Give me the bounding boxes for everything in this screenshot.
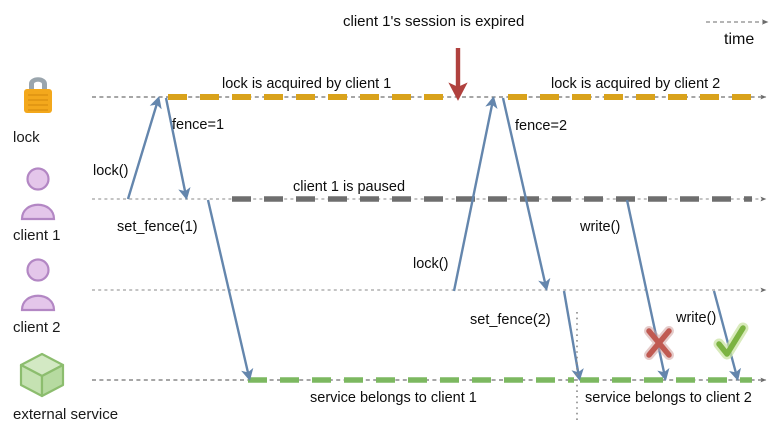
band-label-service-client-1: service belongs to client 1 xyxy=(310,390,477,406)
band-label-client-1-paused: client 1 is paused xyxy=(293,179,406,195)
message-label-lock-call-1: lock() xyxy=(93,163,129,179)
person-icon xyxy=(20,167,56,221)
actor-label-client-1: client 1 xyxy=(13,227,61,244)
x-mark-icon xyxy=(644,326,674,360)
padlock-icon xyxy=(24,77,52,113)
actor-label-external-service: external service xyxy=(13,406,119,423)
arrow-set-fence-2 xyxy=(562,290,584,382)
arrow-lock-call-1 xyxy=(126,96,162,200)
check-mark-icon xyxy=(713,322,749,360)
actor-label-client-2: client 2 xyxy=(13,319,61,336)
arrow-set-fence-1 xyxy=(206,199,254,381)
message-label-fence-1: fence=1 xyxy=(172,117,225,133)
arrow-write-client-2 xyxy=(712,290,741,381)
message-label-write-client-2: write() xyxy=(676,310,717,326)
message-label-lock-call-2: lock() xyxy=(413,256,449,272)
arrow-fence-1 xyxy=(164,97,191,200)
time-axis-label: time xyxy=(724,31,755,48)
message-label-fence-2: fence=2 xyxy=(515,118,568,134)
band-label-service-client-2: service belongs to client 2 xyxy=(585,390,752,406)
arrow-lock-call-2 xyxy=(452,96,498,292)
arrow-fence-2 xyxy=(501,97,551,291)
band-label-lock-client-1: lock is acquired by client 1 xyxy=(222,76,392,92)
activity-bands xyxy=(168,94,752,383)
band-label-lock-client-2: lock is acquired by client 2 xyxy=(551,76,721,92)
message-arrows xyxy=(126,96,741,382)
message-label-write-client-1: write() xyxy=(580,219,621,235)
message-label-set-fence-2: set_fence(2) xyxy=(470,312,551,328)
person-icon xyxy=(20,258,56,312)
actor-label-lock: lock xyxy=(13,129,40,146)
session-expired-note: client 1's session is expired xyxy=(343,13,525,30)
cube-icon xyxy=(19,352,65,398)
message-label-set-fence-1: set_fence(1) xyxy=(117,219,198,235)
